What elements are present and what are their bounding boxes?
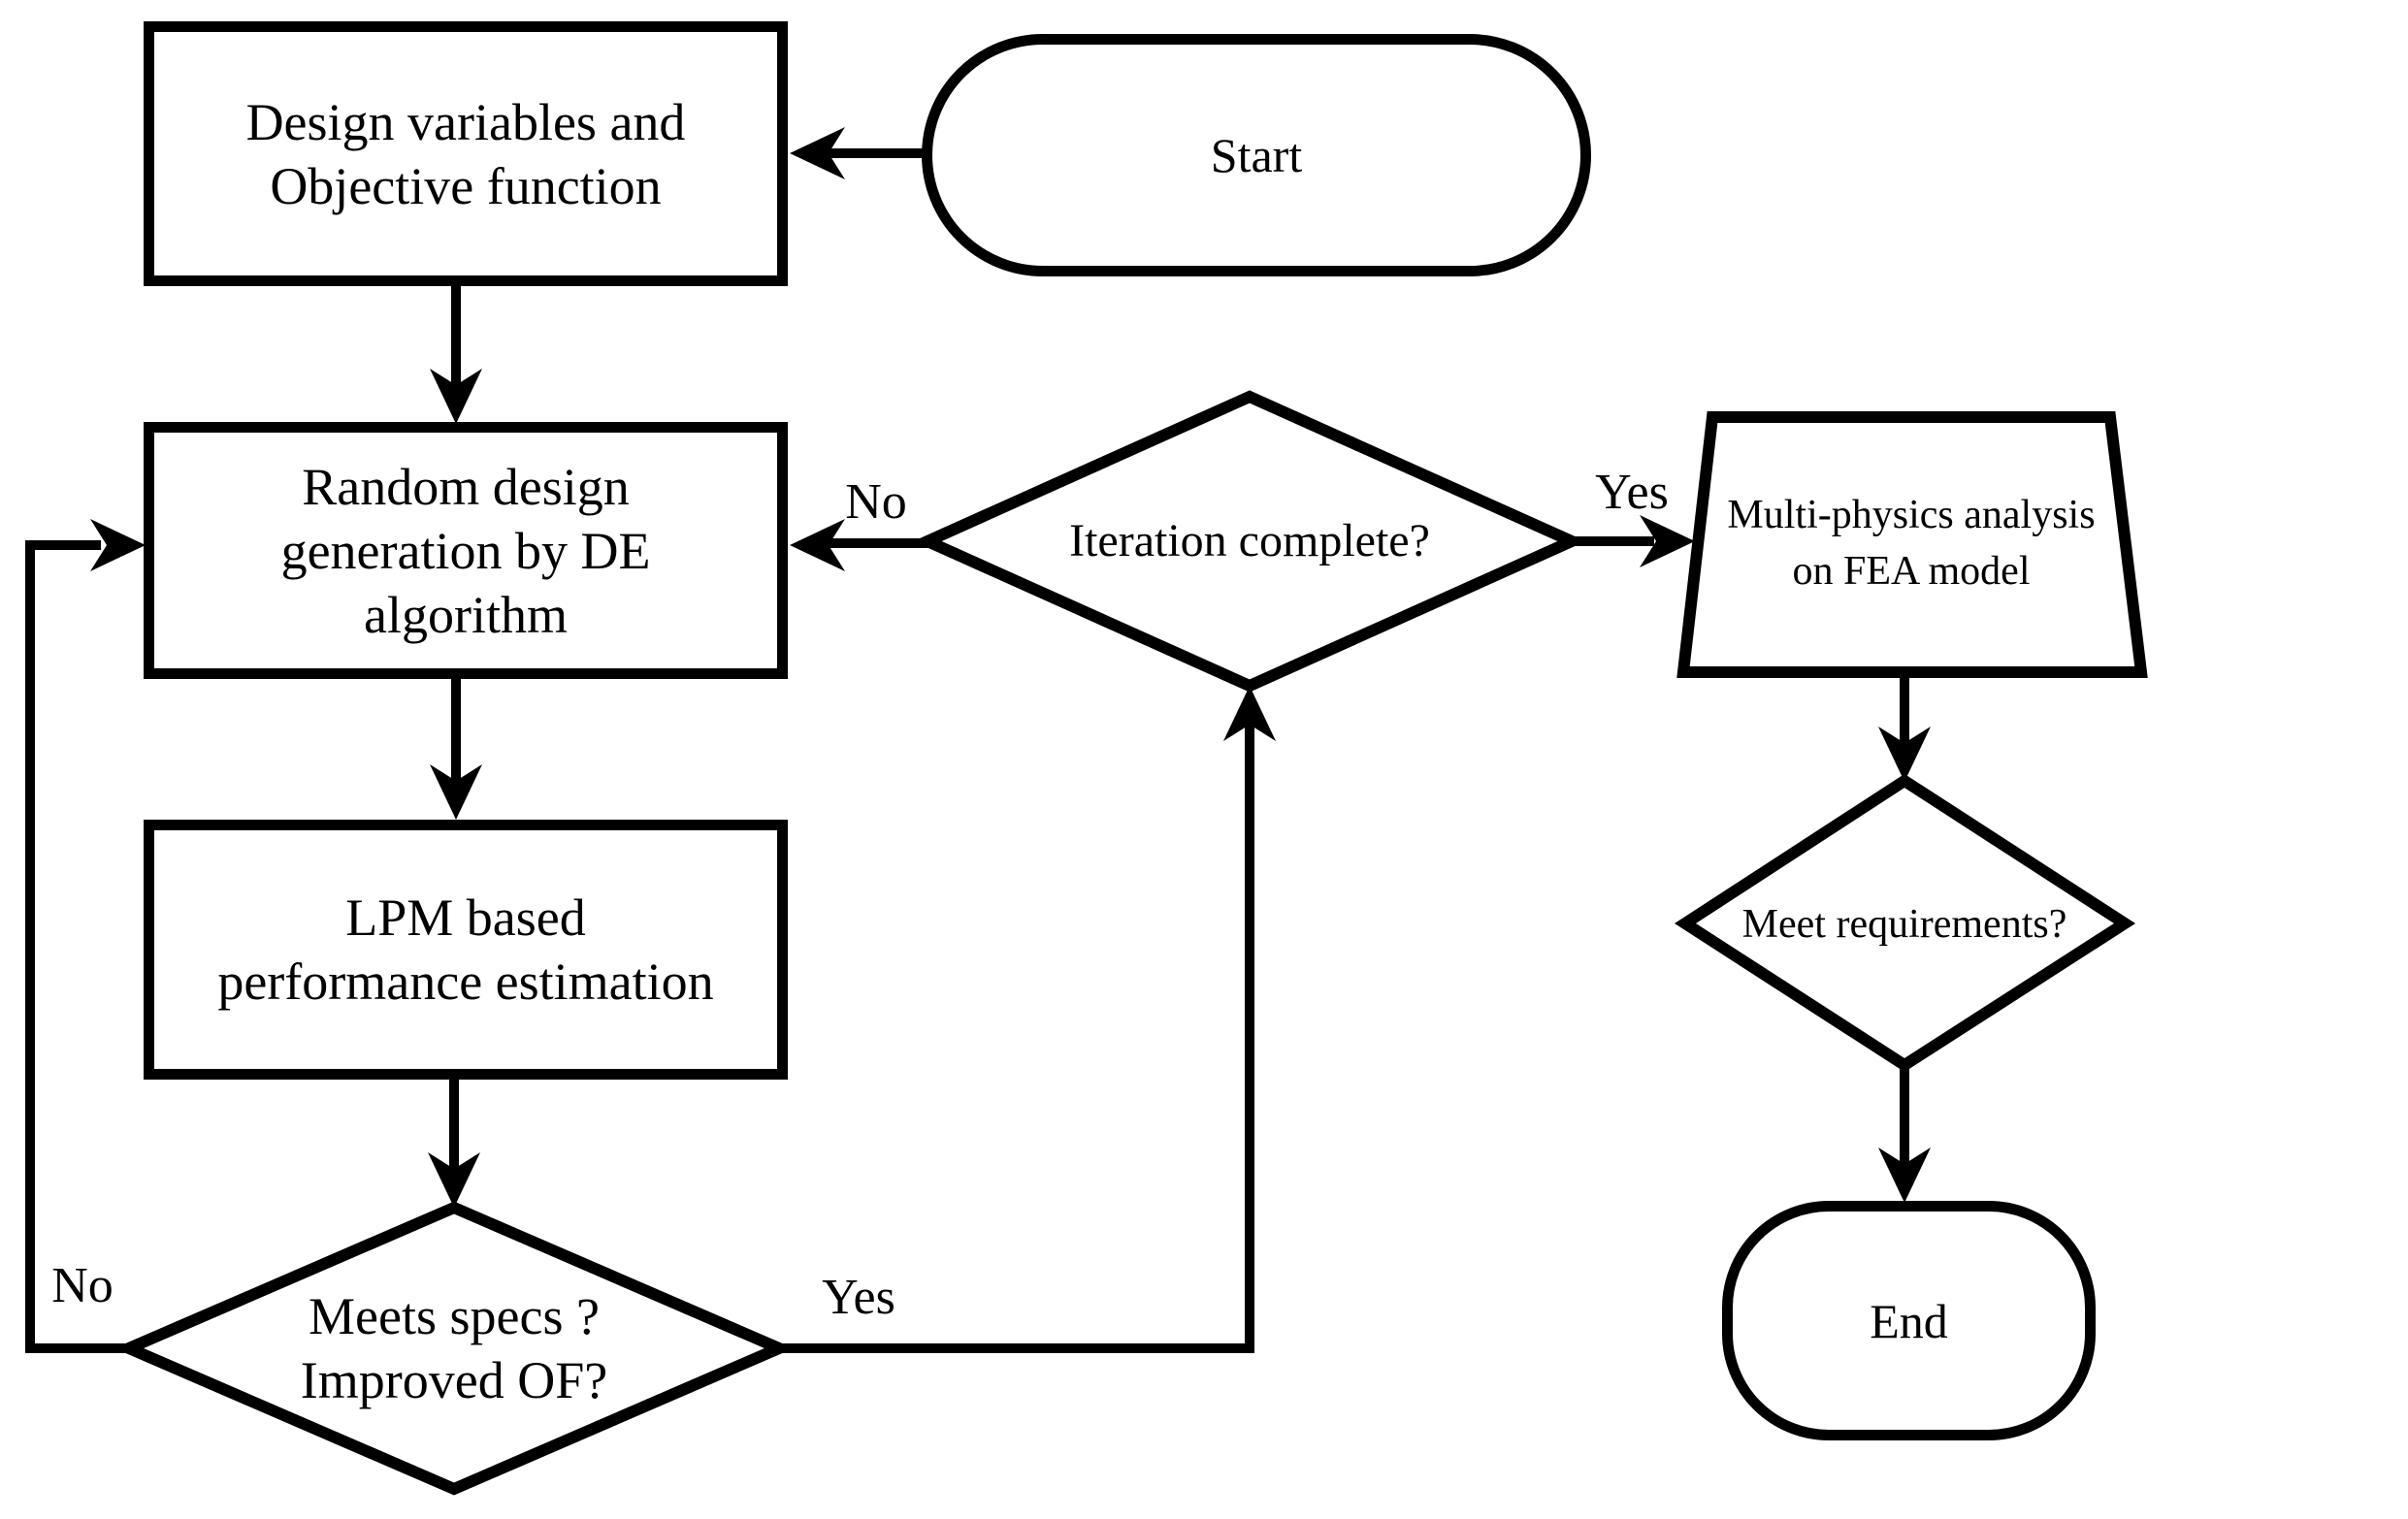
node-design-variables-line1: Design variables and: [245, 92, 686, 151]
node-meets-specs: Meets specs ? Improved OF?: [163, 1261, 745, 1436]
node-lpm-estimation-line2: performance estimation: [217, 953, 714, 1011]
node-start-label: Start: [1210, 128, 1303, 182]
node-end-label: End: [1870, 1293, 1948, 1348]
arrowhead-no-loop-into-random-design: [90, 519, 146, 571]
label-meets-specs-no: No: [51, 1258, 114, 1313]
node-meets-specs-line1: Meets specs ?: [309, 1287, 600, 1345]
node-lpm-estimation-line1: LPM based: [345, 889, 586, 947]
node-fea-analysis: Multi-physics analysis on FEA model: [1683, 466, 2139, 621]
node-iteration-complete: Iteration complete?: [959, 509, 1541, 573]
node-fea-analysis-line2: on FEA model: [1792, 549, 2031, 594]
label-iteration-no: No: [845, 474, 907, 530]
arrowhead-yes-into-fea: [1640, 515, 1695, 567]
node-iteration-complete-label: Iteration complete?: [1069, 515, 1430, 566]
meet-requirements-diamond: [1674, 773, 2136, 1073]
label-meets-specs-yes: Yes: [822, 1270, 895, 1325]
node-meet-requirements: Meet requirements?: [1662, 897, 2147, 952]
node-design-variables: Design variables and Objective function: [144, 21, 788, 286]
arrowhead-into-meet-requirements: [1878, 727, 1931, 782]
node-start: Start: [922, 34, 1591, 276]
node-random-design: Random design generation by DE algorithm: [144, 422, 788, 679]
node-design-variables-line2: Objective function: [270, 156, 662, 215]
arrowhead-into-meets-specs: [428, 1152, 480, 1208]
node-random-design-line1: Random design: [302, 457, 630, 516]
node-meets-specs-line2: Improved OF?: [300, 1351, 608, 1409]
meets-specs-diamond: [114, 1201, 795, 1496]
arrowhead-yes-into-iteration-complete: [1223, 686, 1276, 741]
node-random-design-line2: generation by DE: [280, 521, 651, 580]
arrowhead-into-random-design-top: [430, 369, 482, 424]
node-lpm-estimation: LPM based performance estimation: [144, 820, 788, 1080]
node-end: End: [1722, 1201, 2096, 1440]
node-meet-requirements-label: Meet requirements?: [1741, 902, 2067, 947]
fea-analysis-trapezoid: [1676, 411, 2148, 678]
edge-meets-specs-yes: [779, 723, 1254, 1353]
edge-meets-specs-no-loop: [25, 540, 129, 1353]
arrowhead-into-lpm: [430, 764, 482, 820]
arrowhead-into-design-variables: [790, 127, 845, 179]
node-random-design-line3: algorithm: [364, 585, 568, 644]
arrowhead-into-end: [1878, 1147, 1931, 1203]
arrowhead-no-into-random-design-right: [790, 519, 845, 571]
label-iteration-yes: Yes: [1595, 465, 1669, 520]
node-fea-analysis-line1: Multi-physics analysis: [1727, 493, 2096, 537]
